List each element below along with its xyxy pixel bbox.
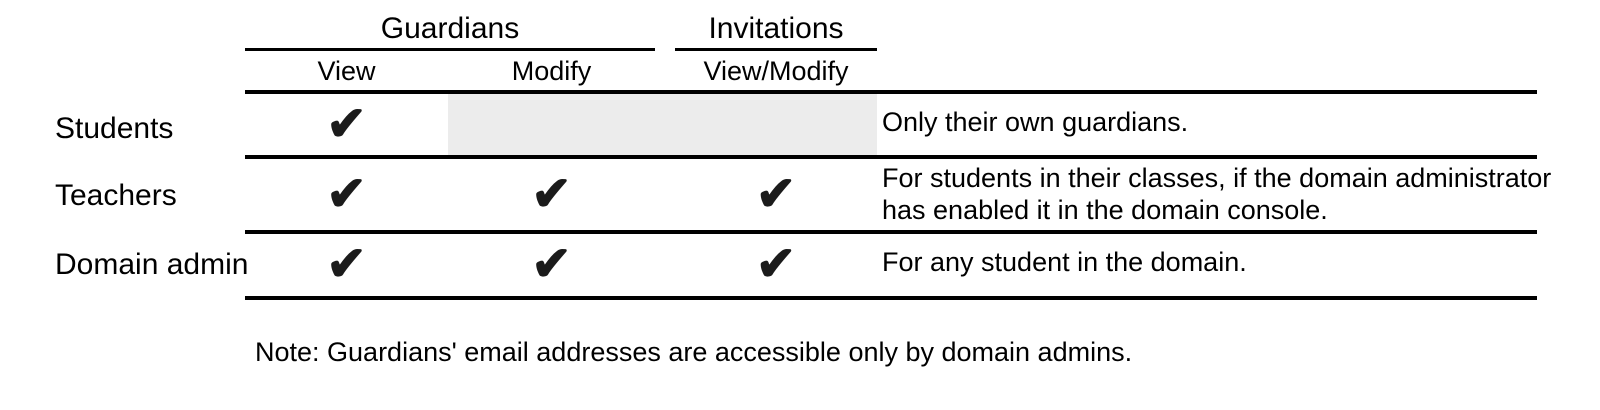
check-icon: ✔ [326,167,367,221]
check-icon: ✔ [531,238,572,291]
invitations-underline [675,48,877,51]
check-icon: ✔ [755,238,797,291]
domain-admin-invitations-view-modify-cell: ✔ [675,234,877,296]
column-header-view-modify: View/Modify [703,56,849,86]
description-line: For any student in the domain. [882,247,1247,277]
check-icon: ✔ [755,167,797,221]
column-group-guardians: Guardians [380,12,520,45]
teachers-row-rule [245,230,1537,234]
domain-admin-description: For any student in the domain. [882,246,1542,278]
teachers-guardians-view-cell: ✔ [245,159,448,230]
teachers-guardians-modify-cell: ✔ [448,159,655,230]
footer-note: Note: Guardians' email addresses are acc… [255,337,1133,367]
check-icon: ✔ [531,167,572,221]
description-line: For students in their classes, if the do… [882,163,1552,193]
teachers-description: For students in their classes, if the do… [882,162,1552,226]
check-icon: ✔ [326,238,367,291]
teachers-invitations-view-modify-cell: ✔ [675,159,877,230]
header-bottom-rule [245,90,1537,94]
row-label-students: Students [55,112,174,145]
check-icon: ✔ [326,97,367,151]
students-disabled-cells [448,94,877,155]
students-row-rule [245,155,1537,159]
domain-admin-guardians-modify-cell: ✔ [448,234,655,296]
row-label-teachers: Teachers [55,179,177,212]
guardians-underline [245,48,655,51]
description-line: Only their own guardians. [882,107,1189,137]
domain-admin-guardians-view-cell: ✔ [245,234,448,296]
domain-admin-row-rule [245,296,1537,300]
column-group-invitations: Invitations [708,12,844,45]
column-header-view: View [317,56,376,86]
row-label-domain-admin: Domain admin [55,248,249,281]
students-description: Only their own guardians. [882,106,1542,138]
description-line: has enabled it in the domain console. [882,195,1328,225]
students-guardians-view-cell: ✔ [245,94,448,155]
column-header-modify: Modify [511,56,592,86]
